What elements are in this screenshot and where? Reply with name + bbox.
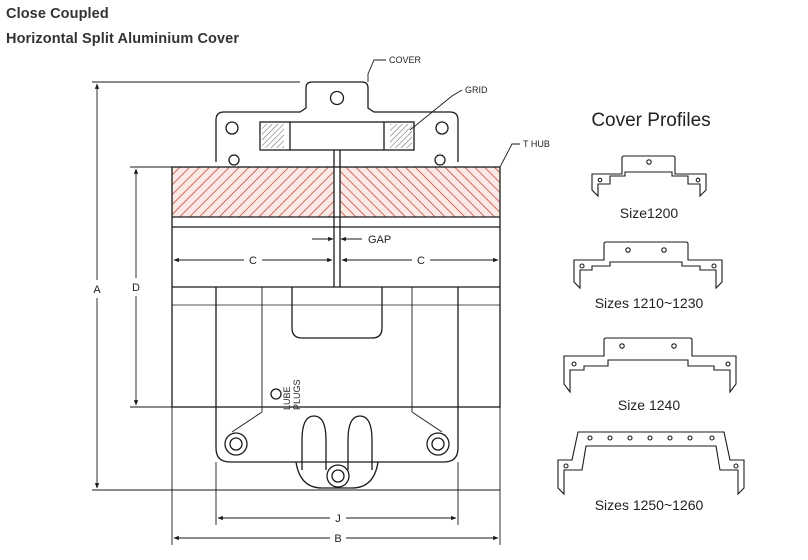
grid-housing — [259, 121, 415, 151]
profile-label-2: Sizes 1210~1230 — [595, 295, 704, 311]
grid-label: GRID — [465, 85, 488, 95]
profile-size1200 — [591, 155, 707, 198]
cover-profiles — [557, 155, 745, 496]
dim-c-left-label: C — [249, 255, 257, 267]
lower-bolt-left — [224, 432, 248, 456]
lube-label-line2: PLUGS — [292, 379, 302, 410]
dim-a-label: A — [93, 284, 101, 296]
cover-hole-right — [435, 121, 449, 135]
title-line-1: Close Coupled — [6, 6, 109, 22]
dim-b-label: B — [334, 533, 341, 545]
t-hub-right-hatch — [340, 167, 500, 217]
profile-label-3: Size 1240 — [618, 397, 680, 413]
cover-label: COVER — [389, 55, 422, 65]
cover-outline — [215, 81, 459, 162]
grid-hatch-left — [262, 124, 284, 148]
coupling-outline — [171, 81, 501, 489]
t-hub-left-hatch — [172, 167, 334, 217]
grid-hatch-right — [390, 124, 412, 148]
profile-label-4: Sizes 1250~1260 — [595, 497, 704, 513]
dim-j-label: J — [335, 513, 341, 525]
dim-c-right-label: C — [417, 255, 425, 267]
cover-hole-top — [329, 90, 345, 106]
profile-label-1: Size1200 — [620, 205, 679, 221]
bottom-bolt — [326, 464, 350, 488]
t-hub-label: T HUB — [523, 139, 550, 149]
dimension-lines — [92, 59, 520, 545]
profiles-title: Cover Profiles — [591, 110, 710, 131]
profile-size1240 — [563, 337, 737, 394]
lower-bolt-right — [426, 432, 450, 456]
lower-cover — [215, 287, 459, 463]
cover-hole-left — [225, 121, 239, 135]
profile-sizes1250 — [557, 431, 745, 496]
lube-label-line1: LUBE — [282, 386, 292, 410]
title-line-2: Horizontal Split Aluminium Cover — [6, 31, 240, 47]
profile-sizes1210 — [573, 241, 723, 290]
dim-d-label: D — [132, 282, 140, 294]
lube-plug — [270, 388, 282, 400]
gap-label: GAP — [368, 234, 391, 246]
